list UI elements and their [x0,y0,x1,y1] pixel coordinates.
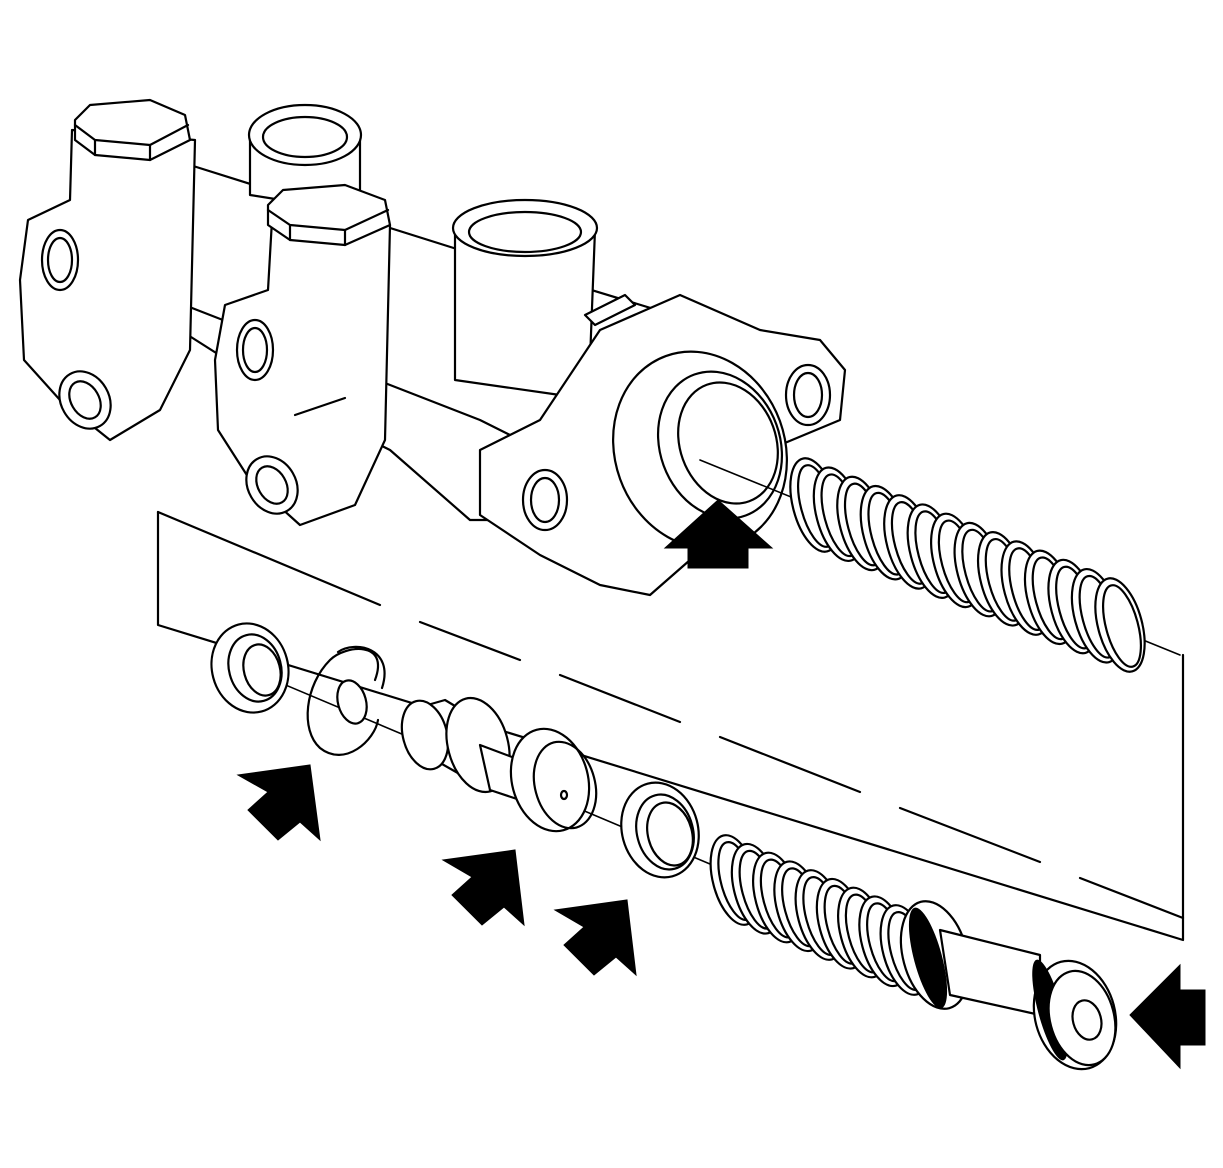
brake-line-fitting-left [18,98,197,442]
secondary-piston-spring [709,834,931,996]
reservoir-port-front [451,198,637,397]
primary-piston-spring [789,457,1146,673]
mounting-flange [478,293,847,597]
primary-piston-assembly [899,900,1118,1071]
callout-arrow-secondary-seal [553,899,637,977]
callout-arrow-primary-seal [236,764,321,842]
callout-arrow-secondary-piston [441,849,525,927]
spring-coil [1094,577,1146,673]
secondary-piston [400,696,598,833]
primary-seal [210,622,290,714]
callout-arrow-bore [663,499,774,569]
spring-coil-inner [1102,584,1142,668]
seal-guard [306,645,386,756]
callout-arrow-primary-piston [1129,963,1206,1070]
brake-line-fitting-right [213,183,392,527]
assembly-bracket [156,510,1185,942]
callout-arrows [236,499,1206,1070]
master-cylinder-body [18,98,1181,656]
secondary-seal [620,781,700,879]
